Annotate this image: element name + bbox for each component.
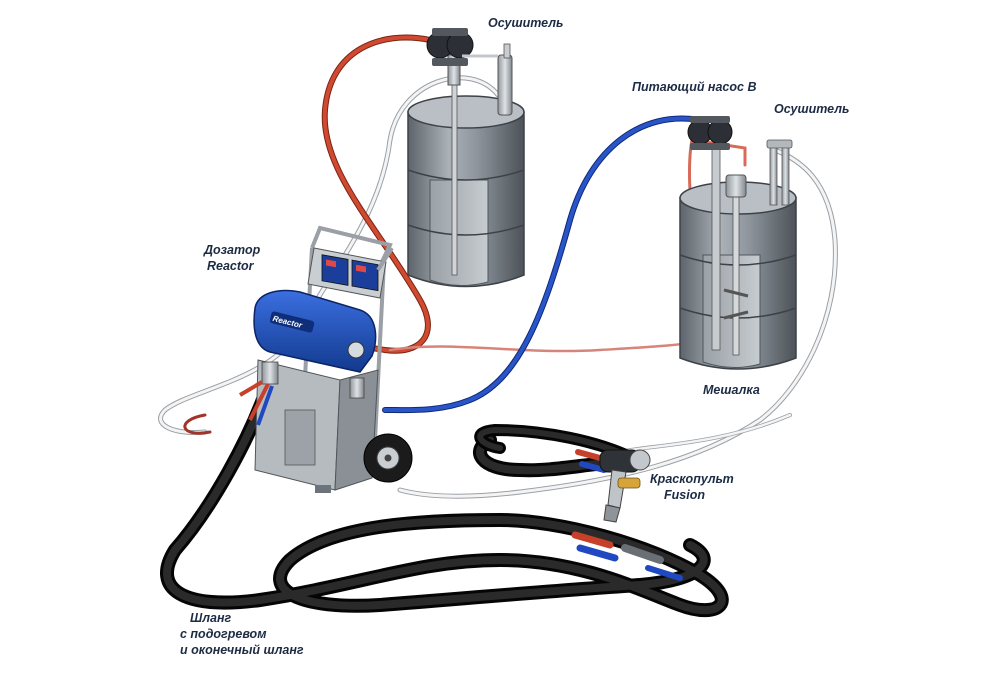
label-dispenser-line2: Reactor [207,259,254,273]
drum-2 [679,116,797,370]
label-gun-line2: Fusion [664,488,705,502]
line-b-blue [382,115,703,414]
label-dryer-2: Осушитель [774,102,850,116]
drum-1 [407,28,525,288]
label-dispenser-line1: Дозатор [204,243,261,257]
spray-gun [599,449,651,523]
label-gun-line1: Краскопульт [650,472,734,486]
label-hose-line1: Шланг [190,611,232,625]
label-mixer: Мешалка [703,383,760,397]
label-feed-pump-b: Питающий насос B [632,80,757,94]
label-hose-line3: и оконечный шланг [180,643,304,657]
label-dryer-1: Осушитель [488,16,564,30]
reactor-unit [238,225,413,493]
label-hose-line2: с подогревом [180,627,267,641]
